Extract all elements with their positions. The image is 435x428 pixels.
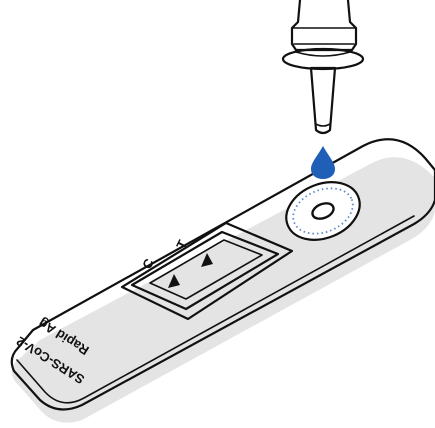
test-line-marker (201, 253, 213, 267)
sample-well-dotted (292, 187, 354, 235)
test-cassette (10, 138, 435, 411)
result-window-frame (120, 221, 294, 321)
cassette-edge (16, 215, 415, 404)
sample-well-hole (311, 202, 335, 220)
result-window-inner (149, 239, 263, 300)
result-window (130, 230, 280, 311)
dropper-icon (281, 0, 365, 135)
control-line-marker (168, 274, 180, 288)
liquid-drop-icon (311, 146, 335, 179)
